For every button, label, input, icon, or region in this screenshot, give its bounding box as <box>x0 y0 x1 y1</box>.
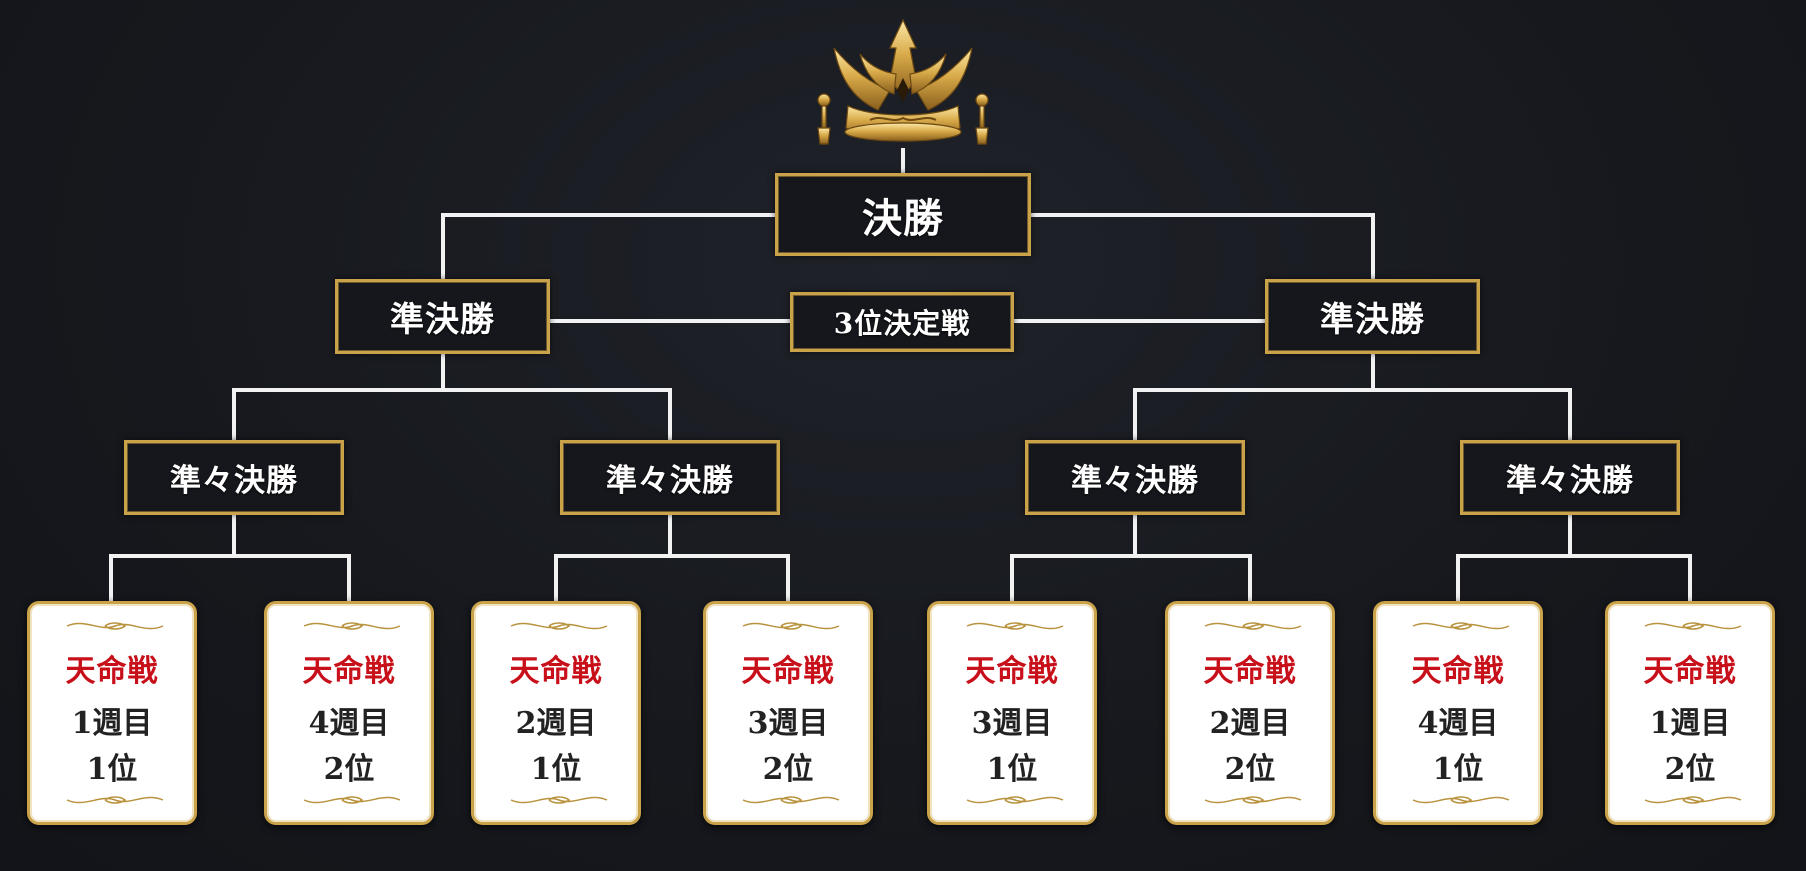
semifinal-label: 準決勝 <box>1320 300 1425 340</box>
flourish-ornament-icon <box>966 796 1064 804</box>
flourish-ornament-icon <box>1204 622 1302 630</box>
quarterfinal-box-1: 準々決勝 <box>124 440 344 515</box>
flourish-ornament-icon <box>1412 796 1510 804</box>
flourish-ornament-icon <box>1644 622 1742 630</box>
flourish-ornament-icon <box>1204 796 1302 804</box>
semifinal-label: 準決勝 <box>390 300 495 340</box>
flourish-ornament-icon <box>742 796 840 804</box>
card-week: 2週目 <box>1209 706 1291 741</box>
flourish-ornament-icon <box>966 622 1064 630</box>
final-label: 決勝 <box>862 194 944 242</box>
flourish-ornament-icon <box>303 796 401 804</box>
quarterfinal-box-2: 準々決勝 <box>560 440 780 515</box>
flourish-ornament-icon <box>510 622 608 630</box>
seed-card-5: 天命戦 3週目 1位 <box>927 601 1097 825</box>
flourish-ornament-icon <box>66 622 164 630</box>
flourish-ornament-icon <box>303 622 401 630</box>
card-title: 天命戦 <box>65 654 159 689</box>
card-title: 天命戦 <box>1203 654 1297 689</box>
card-rank: 1位 <box>86 752 138 787</box>
quarterfinal-label: 準々決勝 <box>170 463 298 499</box>
third-place-box: 3位決定戦 <box>790 292 1014 352</box>
flourish-ornament-icon <box>1412 622 1510 630</box>
flourish-ornament-icon <box>66 796 164 804</box>
card-title: 天命戦 <box>1643 654 1737 689</box>
card-week: 3週目 <box>747 706 829 741</box>
seed-card-2: 天命戦 4週目 2位 <box>264 601 434 825</box>
card-week: 2週目 <box>515 706 597 741</box>
flourish-ornament-icon <box>742 622 840 630</box>
seed-card-6: 天命戦 2週目 2位 <box>1165 601 1335 825</box>
seed-card-8: 天命戦 1週目 2位 <box>1605 601 1775 825</box>
seed-card-4: 天命戦 3週目 2位 <box>703 601 873 825</box>
quarterfinal-box-4: 準々決勝 <box>1460 440 1680 515</box>
final-box: 決勝 <box>775 173 1031 256</box>
card-title: 天命戦 <box>509 654 603 689</box>
card-rank: 2位 <box>1224 752 1276 787</box>
quarterfinal-label: 準々決勝 <box>606 463 734 499</box>
card-rank: 1位 <box>1432 752 1484 787</box>
card-rank: 1位 <box>986 752 1038 787</box>
card-title: 天命戦 <box>302 654 396 689</box>
card-rank: 2位 <box>1664 752 1716 787</box>
card-rank: 2位 <box>323 752 375 787</box>
quarterfinal-label: 準々決勝 <box>1506 463 1634 499</box>
card-week: 1週目 <box>1649 706 1731 741</box>
card-week: 4週目 <box>1417 706 1499 741</box>
card-title: 天命戦 <box>1411 654 1505 689</box>
card-week: 4週目 <box>308 706 390 741</box>
flourish-ornament-icon <box>510 796 608 804</box>
flourish-ornament-icon <box>1644 796 1742 804</box>
quarterfinal-label: 準々決勝 <box>1071 463 1199 499</box>
card-title: 天命戦 <box>741 654 835 689</box>
card-rank: 2位 <box>762 752 814 787</box>
semifinal-box-left: 準決勝 <box>335 279 550 354</box>
card-week: 3週目 <box>971 706 1053 741</box>
seed-card-3: 天命戦 2週目 1位 <box>471 601 641 825</box>
seed-card-7: 天命戦 4週目 1位 <box>1373 601 1543 825</box>
card-title: 天命戦 <box>965 654 1059 689</box>
quarterfinal-box-3: 準々決勝 <box>1025 440 1245 515</box>
semifinal-box-right: 準決勝 <box>1265 279 1480 354</box>
third-place-label: 3位決定戦 <box>833 307 971 340</box>
card-week: 1週目 <box>71 706 153 741</box>
seed-card-1: 天命戦 1週目 1位 <box>27 601 197 825</box>
crown-icon <box>817 18 989 145</box>
card-rank: 1位 <box>530 752 582 787</box>
